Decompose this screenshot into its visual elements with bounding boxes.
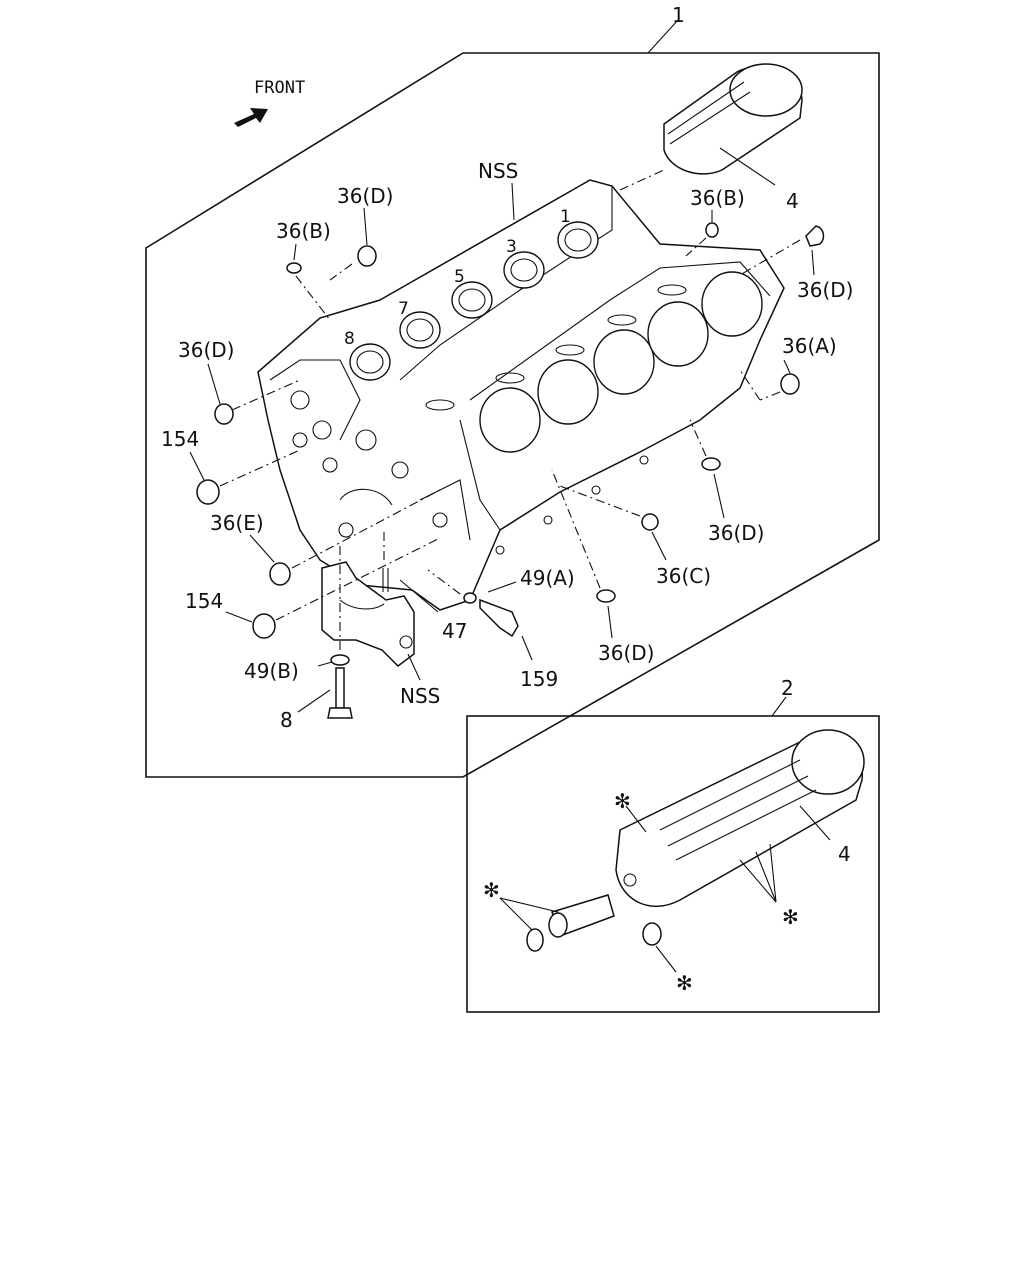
callout-nss-top: NSS [478, 159, 518, 183]
assembly-2-frame: 2 [466, 676, 880, 1013]
callout-154-a: 154 [161, 427, 199, 451]
front-label: FRONT [254, 78, 305, 98]
callout-36d-a: 36(D) [337, 184, 393, 208]
callout-star-3: ✻ [782, 905, 799, 929]
callout-1: 1 [672, 3, 685, 27]
svg-text:5: 5 [454, 267, 465, 287]
callout-36a: 36(A) [782, 334, 837, 358]
callout-159: 159 [520, 667, 558, 691]
piston-bush [642, 922, 662, 946]
arrow-icon [234, 108, 268, 127]
callout-4-top: 4 [786, 189, 799, 213]
callout-36d-c: 36(D) [178, 338, 234, 362]
callout-labels: NSS 4 36(D) 36(B) 36(B) 36(D) 36(A) 36(D… [161, 159, 853, 995]
callout-8: 8 [280, 708, 293, 732]
callout-36d-d: 36(D) [708, 521, 764, 545]
engine-block [257, 179, 785, 611]
callout-36e: 36(E) [210, 511, 264, 535]
assembly-1-frame: 1 [145, 3, 880, 778]
piston-clip [526, 928, 544, 952]
callout-36c: 36(C) [656, 564, 711, 588]
callout-star-1: ✻ [614, 789, 631, 813]
callout-47: 47 [442, 619, 467, 643]
callout-36d-e: 36(D) [598, 641, 654, 665]
callout-49a: 49(A) [520, 566, 575, 590]
callout-154-b: 154 [185, 589, 223, 613]
callout-star-4: ✻ [676, 971, 693, 995]
callout-36d-b: 36(D) [797, 278, 853, 302]
piston-bottom [615, 729, 865, 907]
piston-pin [548, 894, 615, 938]
svg-text:3: 3 [506, 237, 517, 257]
small-parts [196, 222, 825, 719]
cylinder-numbers: 8 7 5 3 1 [344, 207, 571, 349]
front-arrow: FRONT [234, 78, 305, 127]
svg-text:7: 7 [398, 299, 409, 319]
leader-lines [189, 147, 831, 973]
svg-text:1: 1 [560, 207, 571, 227]
callout-36b-a: 36(B) [276, 219, 331, 243]
callout-nss-bottom: NSS [400, 684, 440, 708]
svg-text:8: 8 [344, 329, 355, 349]
piston-top [663, 63, 803, 175]
callout-4-bottom: 4 [838, 842, 851, 866]
callout-49b: 49(B) [244, 659, 299, 683]
main-bearing-cap [321, 561, 415, 667]
callout-2: 2 [781, 676, 794, 700]
callout-star-2: ✻ [483, 878, 500, 902]
callout-36b-b: 36(B) [690, 186, 745, 210]
